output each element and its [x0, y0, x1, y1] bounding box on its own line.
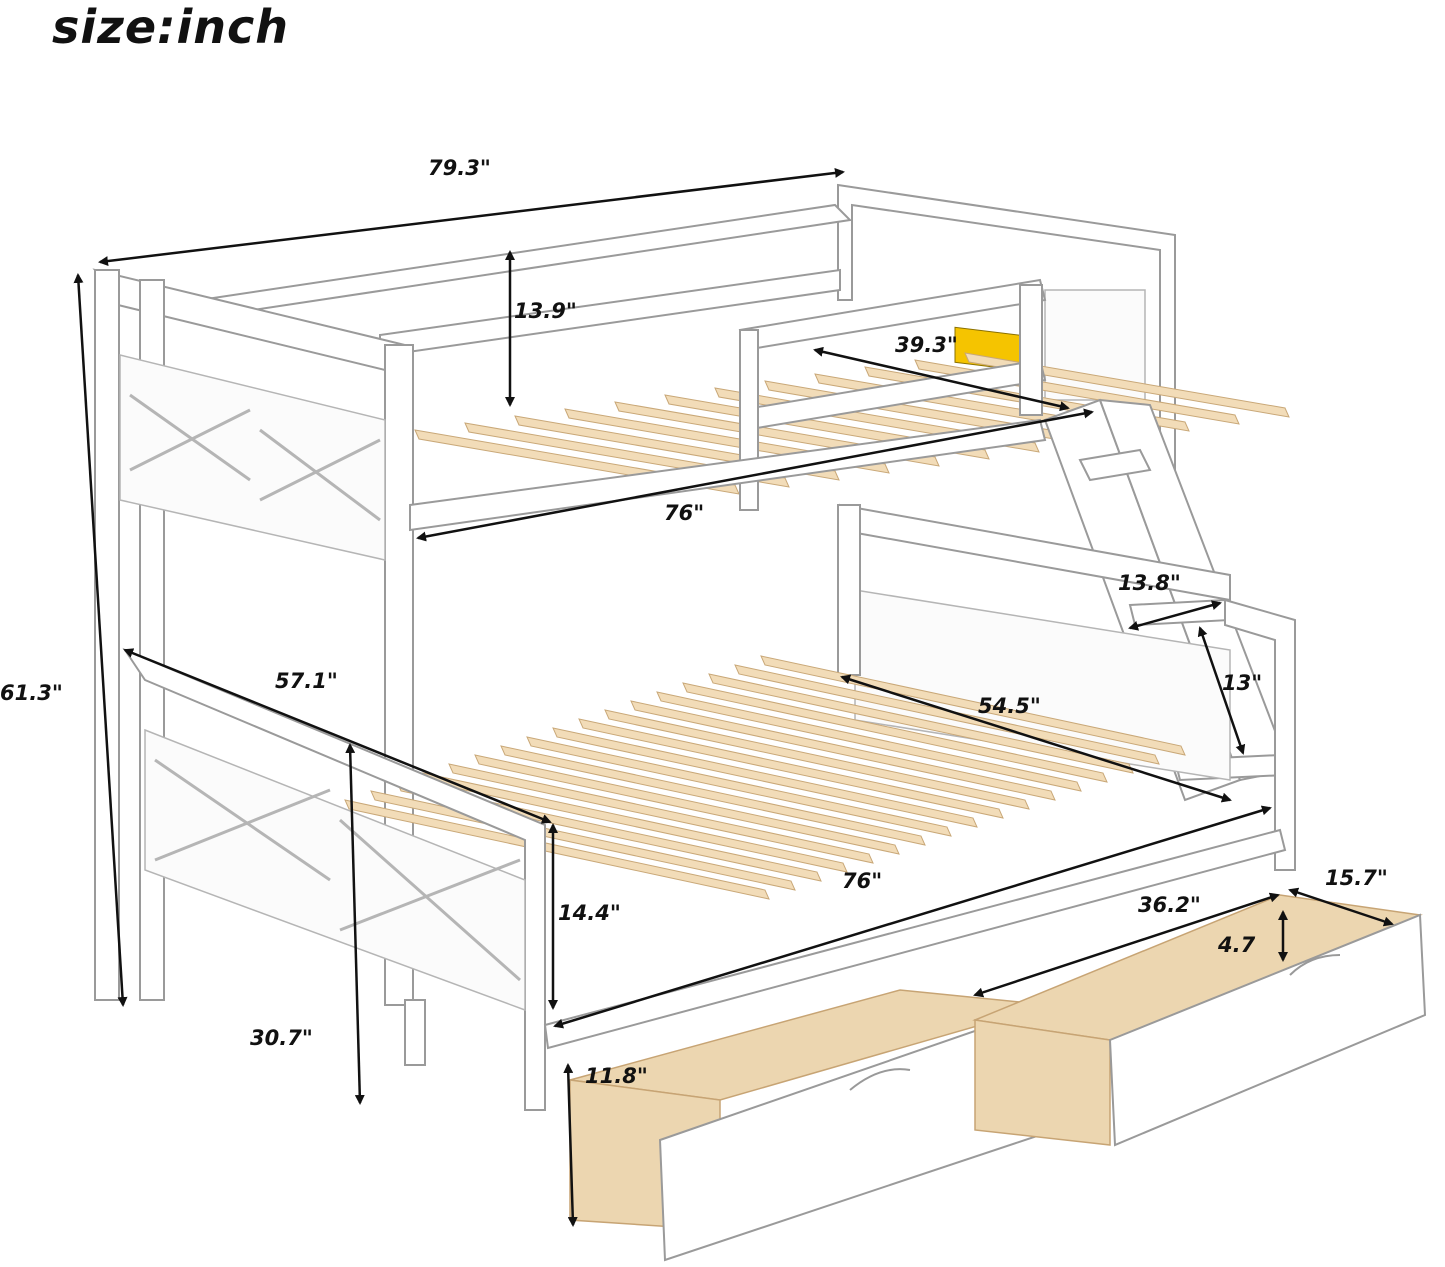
drawer-right	[972, 894, 1427, 1147]
lower-leg-wood	[404, 999, 426, 1066]
page-heading: size:inch	[52, 0, 290, 54]
label-bottom-length: 76"	[842, 869, 882, 893]
label-drawer-front: 11.8"	[585, 1064, 648, 1088]
label-top-guardrail: 13.9"	[514, 299, 577, 323]
label-overall-height: 61.3"	[0, 681, 63, 705]
label-bottom-outer-width: 57.1"	[275, 669, 338, 693]
label-drawer-length: 36.2"	[1138, 893, 1201, 917]
dim-line-top-width	[813, 346, 1070, 412]
label-drawer-width: 15.7"	[1325, 866, 1388, 890]
lower-right-post	[1224, 598, 1296, 871]
label-clearance: 30.7"	[250, 1026, 313, 1050]
dim-line-bottom-inner-width	[840, 674, 1232, 803]
dim-line-bottom-outer-width	[123, 648, 552, 824]
label-top-length: 76"	[664, 501, 704, 525]
lower-back-post	[837, 504, 861, 676]
dim-line-clearance	[345, 743, 365, 1105]
dim-line-overall-length	[98, 167, 845, 267]
label-ladder-step: 13"	[1222, 671, 1262, 695]
dim-line-drawer-width	[1288, 887, 1394, 927]
label-drawer-depth: 4.7	[1217, 933, 1256, 957]
label-top-width: 39.3"	[895, 333, 958, 357]
label-ladder-width: 13.8"	[1118, 571, 1181, 595]
dimension-labels: 79.3" 61.3" 13.9" 39.3" 76" 13.8" 13" 57…	[0, 156, 1388, 1088]
label-bottom-guardrail: 14.4"	[558, 901, 621, 925]
dim-line-drawer-length	[973, 892, 1280, 998]
dim-line-ladder-width	[1128, 600, 1222, 631]
label-overall-length: 79.3"	[428, 156, 491, 180]
front-guard-end	[1019, 284, 1043, 416]
drawer-right-front	[1108, 913, 1427, 1147]
dim-line-overall-height	[73, 273, 128, 1007]
dim-line-bottom-length	[553, 805, 1272, 1029]
dim-line-drawer-front	[563, 1063, 578, 1227]
dim-line-top-length	[416, 408, 1094, 542]
drawer-right-side	[974, 1019, 1111, 1146]
dimension-lines	[73, 167, 1394, 1227]
label-bottom-inner-width: 54.5"	[978, 694, 1041, 718]
back-right-post	[837, 183, 1176, 657]
